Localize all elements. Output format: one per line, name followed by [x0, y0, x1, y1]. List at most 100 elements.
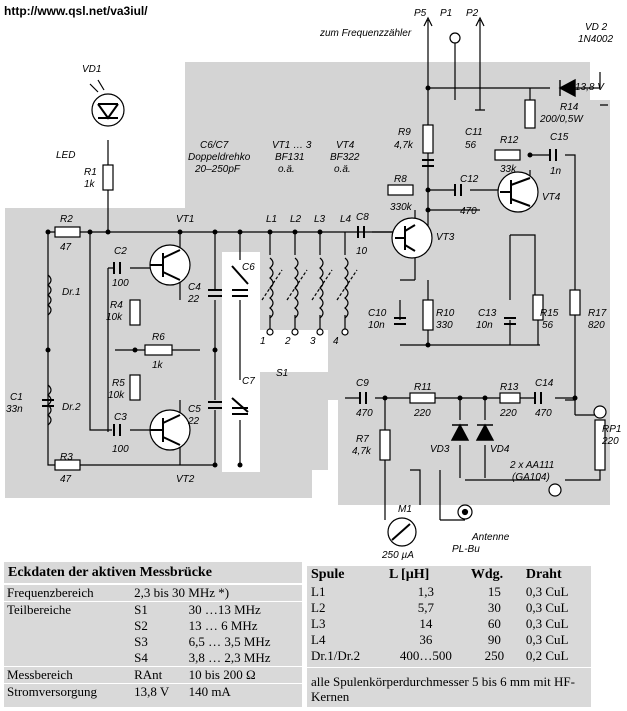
svg-text:3: 3 [310, 336, 316, 347]
resistor-r8 [387, 184, 414, 196]
range-s1-value: 30 …13 MHz [185, 601, 302, 618]
svg-text:VD 2: VD 2 [585, 22, 608, 33]
svg-text:VD3: VD3 [430, 444, 450, 455]
resistor-r14 [524, 99, 536, 129]
mess-r: RAnt [131, 666, 186, 684]
resistor-r7 [379, 429, 391, 461]
svg-text:R7: R7 [356, 434, 369, 445]
antenna-arrows [89, 16, 608, 111]
range-s4-value: 3,8 … 2,3 MHz [188, 650, 271, 665]
svg-text:BF131: BF131 [275, 152, 304, 163]
svg-text:Dr.2: Dr.2 [62, 402, 81, 413]
schematic-diagram: P5 P1 P2 zum Frequenzzähler VD 2 1N4002 … [5, 8, 621, 560]
led-vd1 [91, 93, 125, 127]
svg-text:220: 220 [413, 408, 431, 419]
svg-text:C12: C12 [460, 174, 479, 185]
strom-current: 140 mA [185, 683, 302, 700]
svg-text:470: 470 [356, 408, 373, 419]
cell: 250 [484, 648, 505, 663]
cell: L3 [311, 616, 326, 631]
transistor-vt3 [391, 217, 433, 259]
range-s3: S3 [134, 634, 148, 649]
cell: 0,3 CuL [525, 616, 569, 631]
resistor-r2 [54, 226, 81, 238]
spulen-note: alle Spulenkörperdurchmesser 5 bis 6 mm … [307, 667, 591, 704]
resistor-r5 [129, 374, 141, 401]
svg-text:10k: 10k [106, 312, 123, 323]
svg-text:R11: R11 [414, 382, 432, 393]
header-l: L [µH] [388, 567, 430, 582]
resistor-r4 [129, 299, 141, 326]
svg-text:C6: C6 [242, 262, 255, 273]
svg-text:22: 22 [187, 416, 200, 427]
cell: 15 [487, 584, 501, 599]
svg-text:33n: 33n [6, 404, 23, 415]
resistor-r3 [54, 459, 81, 471]
cell: 5,7 [417, 600, 435, 615]
cell: 90 [487, 632, 501, 647]
svg-text:R15: R15 [540, 308, 559, 319]
svg-text:R12: R12 [500, 135, 519, 146]
svg-text:Dr.1: Dr.1 [62, 287, 81, 298]
svg-text:o.ä.: o.ä. [278, 164, 295, 175]
cell: 60 [487, 616, 501, 631]
svg-text:C6/C7: C6/C7 [200, 140, 229, 151]
svg-text:VT4: VT4 [336, 140, 355, 151]
svg-text:10n: 10n [476, 320, 493, 331]
cell: L2 [311, 600, 326, 615]
cell: Dr.1/Dr.2 [311, 648, 361, 663]
resistor-r1 [102, 164, 114, 191]
range-s2: S2 [134, 618, 148, 633]
svg-text:R2: R2 [60, 214, 73, 225]
svg-text:330: 330 [436, 320, 453, 331]
freq-value: 2,3 bis 30 MHz *) [131, 584, 302, 602]
svg-text:2: 2 [284, 336, 291, 347]
svg-text:R6: R6 [152, 332, 165, 343]
header-draht: Draht [525, 567, 562, 582]
svg-text:1k: 1k [152, 360, 164, 371]
source-url: http://www.qsl.net/va3iul/ [4, 4, 148, 18]
svg-text:Antenne: Antenne [471, 532, 510, 543]
svg-text:R13: R13 [500, 382, 519, 393]
svg-text:470: 470 [535, 408, 552, 419]
component-labels: P5 P1 P2 zum Frequenzzähler VD 2 1N4002 … [6, 8, 621, 560]
svg-text:C8: C8 [356, 212, 369, 223]
svg-text:C1: C1 [10, 392, 23, 403]
svg-text:10k: 10k [108, 390, 125, 401]
svg-text:1k: 1k [84, 179, 96, 190]
svg-text:250 µA: 250 µA [381, 550, 414, 560]
resistor-r12 [494, 149, 521, 161]
svg-text:100: 100 [112, 278, 129, 289]
svg-text:C3: C3 [114, 412, 127, 423]
resistor-r13 [499, 392, 521, 404]
cell: 0,2 CuL [525, 648, 569, 663]
strom-voltage: 13,8 V [131, 683, 186, 700]
transistor-vt4 [497, 171, 539, 213]
cell: L1 [311, 584, 326, 599]
svg-text:200/0,5W: 200/0,5W [539, 114, 584, 125]
diode-vd4 [475, 423, 495, 441]
svg-text:1: 1 [260, 336, 266, 347]
resistor-r9 [422, 124, 434, 154]
freq-label: Frequenzbereich [4, 584, 132, 602]
components [54, 99, 606, 471]
mess-label: Messbereich [4, 666, 132, 684]
diodes [450, 78, 576, 441]
svg-text:P1: P1 [440, 8, 452, 19]
svg-text:M1: M1 [398, 504, 412, 515]
range-s1: S1 [131, 601, 186, 618]
potentiometer-rp1 [594, 419, 606, 471]
svg-text:(GA104): (GA104) [512, 472, 550, 483]
svg-text:47: 47 [60, 474, 72, 485]
svg-text:470: 470 [460, 206, 477, 217]
svg-text:VT1: VT1 [176, 214, 194, 225]
svg-text:220: 220 [499, 408, 517, 419]
resistor-r17 [569, 289, 581, 316]
svg-text:C5: C5 [188, 404, 201, 415]
svg-text:1n: 1n [550, 166, 562, 177]
range-s3-value: 6,5 … 3,5 MHz [188, 634, 271, 649]
cell: 0,3 CuL [525, 600, 569, 615]
